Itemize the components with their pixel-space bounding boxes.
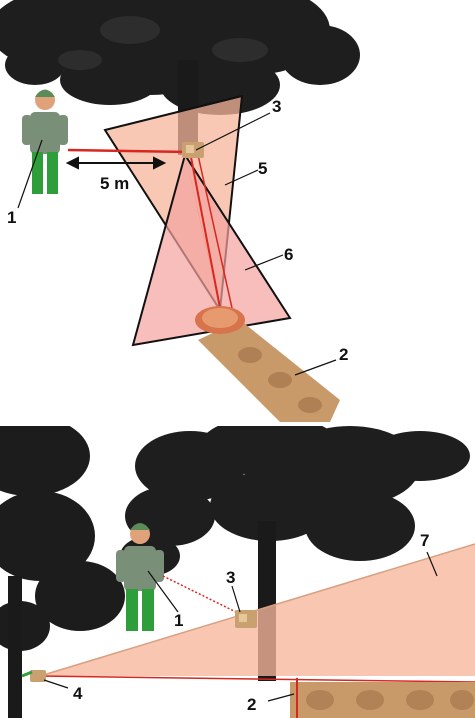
label-device-3-bottom: 3 bbox=[226, 568, 235, 587]
label-worker-1: 1 bbox=[7, 208, 16, 227]
log-2 bbox=[195, 306, 340, 422]
label-log-2: 2 bbox=[339, 345, 348, 364]
device-4-ground bbox=[22, 670, 46, 682]
label-cone-5: 5 bbox=[258, 159, 267, 178]
top-scene: 5 m 1 3 5 6 2 bbox=[0, 0, 475, 422]
label-log-2-bottom: 2 bbox=[247, 695, 256, 714]
distance-label: 5 m bbox=[100, 174, 129, 193]
device-3-bottom bbox=[235, 610, 257, 628]
label-device-3: 3 bbox=[272, 97, 281, 116]
label-cone-6: 6 bbox=[284, 245, 293, 264]
bottom-panel: 1 3 4 7 2 bbox=[0, 426, 475, 718]
log-2-bottom bbox=[290, 678, 475, 718]
top-panel: 5 m 1 3 5 6 2 bbox=[0, 0, 475, 422]
device-3 bbox=[182, 142, 204, 158]
label-worker-1-bottom: 1 bbox=[174, 611, 183, 630]
bottom-scene: 1 3 4 7 2 bbox=[0, 426, 475, 718]
label-device-4: 4 bbox=[73, 684, 83, 703]
fan-edge-lower bbox=[40, 676, 475, 682]
tree-canopy-right bbox=[120, 426, 470, 576]
label-fan-7: 7 bbox=[420, 531, 429, 550]
tree-trunk-left bbox=[8, 576, 22, 718]
